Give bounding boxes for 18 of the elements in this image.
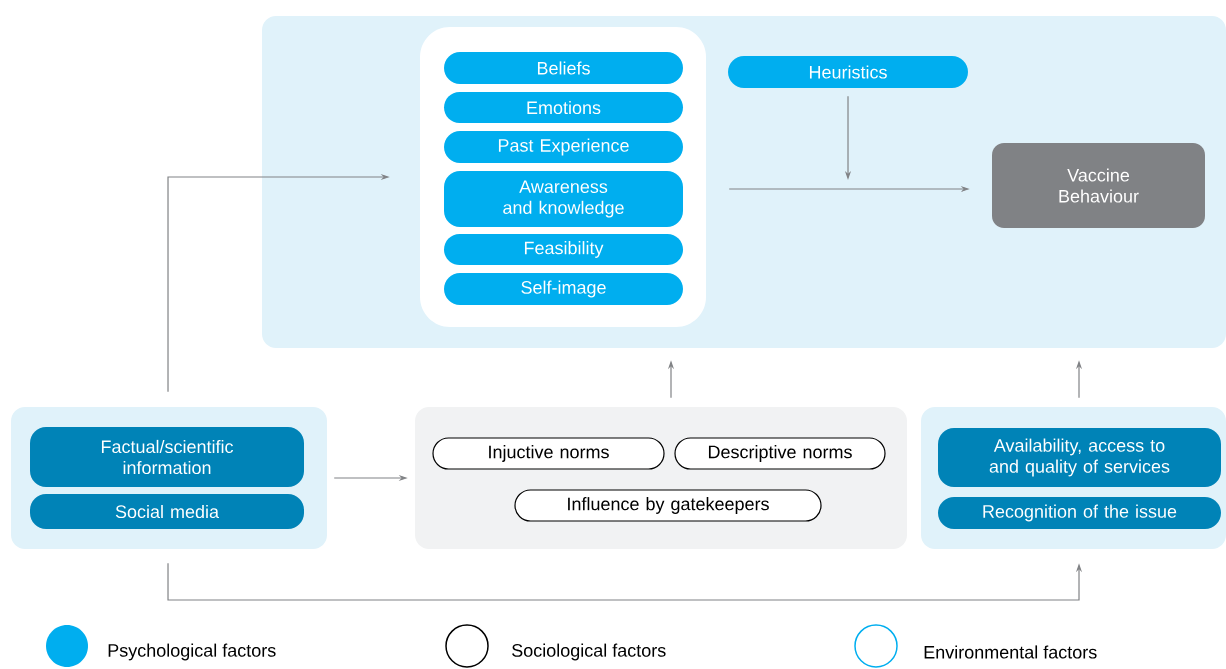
norm-pill: Influence by gatekeepers xyxy=(514,489,822,522)
norm-pill: Injuctive norms xyxy=(432,437,665,470)
legend-label: Sociological factors xyxy=(512,643,666,661)
factor-pill: Past Experience xyxy=(444,131,683,163)
factor-pill: Recognition of the issue xyxy=(938,497,1221,529)
factor-pill: Social media xyxy=(30,494,304,529)
factor-pill: Heuristics xyxy=(728,56,968,88)
outcome-box: Vaccine Behaviour xyxy=(992,143,1205,228)
legend-label: Psychological factors xyxy=(108,643,276,661)
factor-pill: Awareness and knowledge xyxy=(444,171,683,227)
factor-pill: Emotions xyxy=(444,92,683,123)
norm-pill: Descriptive norms xyxy=(674,437,886,470)
factor-pill: Availability, access to and quality of services xyxy=(938,428,1221,487)
factor-pill: Factual/scientific information xyxy=(30,427,304,487)
factor-pill: Self-image xyxy=(444,273,683,305)
factor-pill: Feasibility xyxy=(444,234,683,265)
legend-label: Environmental factors xyxy=(924,645,1097,659)
factor-pill: Beliefs xyxy=(444,52,683,84)
